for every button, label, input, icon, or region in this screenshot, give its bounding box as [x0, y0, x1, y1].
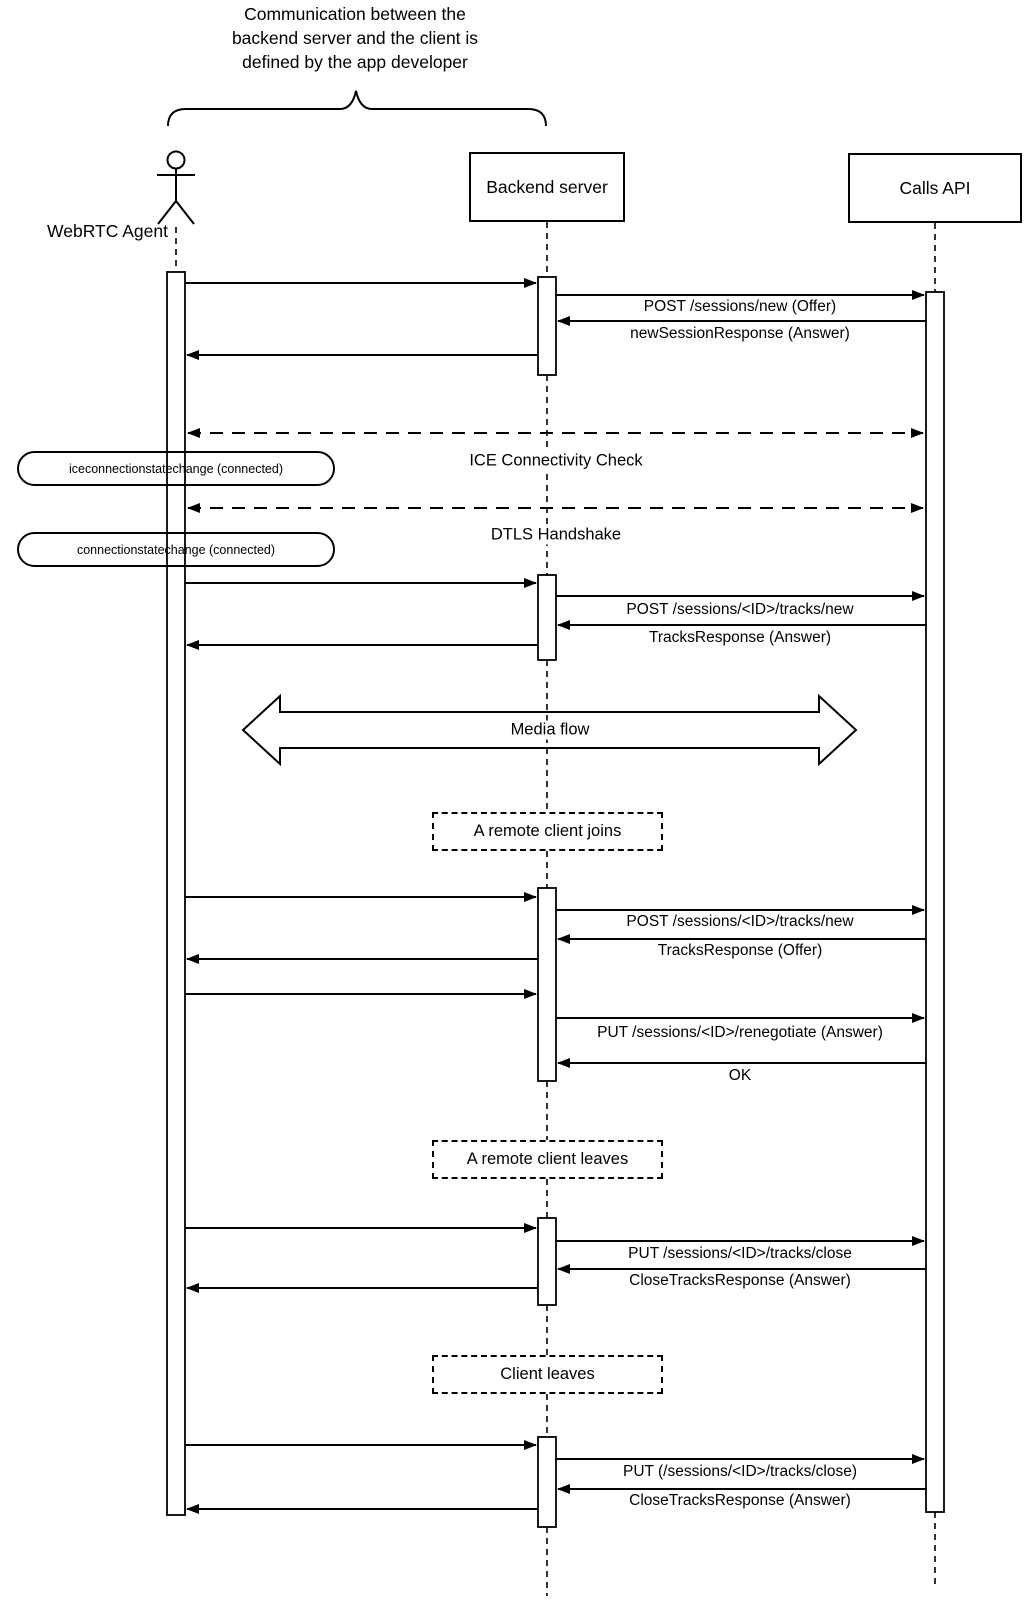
- participant-backend-box: Backend server: [469, 152, 625, 222]
- event-pill-connectionstatechange: connectionstatechange (connected): [17, 532, 335, 567]
- message-label-post-tracks-new-2: POST /sessions/<ID>/tracks/new: [623, 913, 857, 931]
- participant-backend-label: Backend server: [486, 176, 608, 197]
- message-label-post-sessions-new: POST /sessions/new (Offer): [640, 298, 840, 316]
- message-label-tracks-response-offer: TracksResponse (Offer): [654, 942, 826, 960]
- note-label: Client leaves: [500, 1365, 595, 1383]
- note-label: A remote client leaves: [466, 1150, 629, 1168]
- calls-api-activation-bar: [925, 291, 945, 1513]
- note-remote-client-leaves: A remote client leaves: [432, 1140, 663, 1179]
- message-label-put-tracks-close-paren: PUT (/sessions/<ID>/tracks/close): [619, 1463, 861, 1481]
- message-label-put-tracks-close: PUT /sessions/<ID>/tracks/close: [625, 1245, 855, 1263]
- note-label: A remote client joins: [473, 822, 622, 840]
- message-label-ok: OK: [725, 1067, 755, 1085]
- backend-activation-bar: [537, 887, 557, 1082]
- participant-calls-api-box: Calls API: [848, 153, 1022, 223]
- backend-activation-bar: [537, 574, 557, 661]
- message-label-new-session-response: newSessionResponse (Answer): [627, 325, 853, 343]
- message-label-dtls-handshake: DTLS Handshake: [487, 525, 625, 545]
- media-flow-arrow: [241, 693, 858, 767]
- backend-activation-bar: [537, 276, 557, 376]
- message-label-ice-check: ICE Connectivity Check: [466, 451, 646, 471]
- agent-activation-bar: [166, 271, 186, 1516]
- message-arrows: [185, 278, 926, 1514]
- note-remote-client-joins: A remote client joins: [432, 812, 663, 851]
- annotation-line: backend server and the client is: [231, 28, 479, 48]
- event-pill-iceconnectionstatechange: iceconnectionstatechange (connected): [17, 451, 335, 486]
- participant-calls-api-label: Calls API: [899, 177, 971, 198]
- message-label-post-tracks-new: POST /sessions/<ID>/tracks/new: [623, 601, 857, 619]
- message-label-close-tracks-response: CloseTracksResponse (Answer): [626, 1272, 854, 1290]
- handshake-arrows: [187, 428, 924, 513]
- event-pill-label: connectionstatechange (connected): [76, 542, 276, 557]
- message-label-tracks-response-answer: TracksResponse (Answer): [645, 629, 835, 647]
- participant-agent-label: WebRTC Agent: [47, 221, 168, 241]
- event-pill-label: iceconnectionstatechange (connected): [68, 461, 284, 476]
- message-label-put-renegotiate: PUT /sessions/<ID>/renegotiate (Answer): [594, 1024, 886, 1042]
- message-label-close-tracks-response-2: CloseTracksResponse (Answer): [626, 1492, 854, 1510]
- note-client-leaves: Client leaves: [432, 1355, 663, 1394]
- backend-activation-bar: [537, 1217, 557, 1306]
- annotation-line: Communication between the: [244, 4, 466, 24]
- annotation-line: defined by the app developer: [242, 52, 468, 72]
- annotation-text: Communication between the backend server…: [232, 2, 478, 74]
- actor-figure-icon: [157, 150, 195, 225]
- message-label-media-flow: Media flow: [507, 720, 593, 740]
- backend-activation-bar: [537, 1436, 557, 1528]
- activation-bars: [166, 271, 945, 1528]
- annotation-brace: [167, 90, 547, 127]
